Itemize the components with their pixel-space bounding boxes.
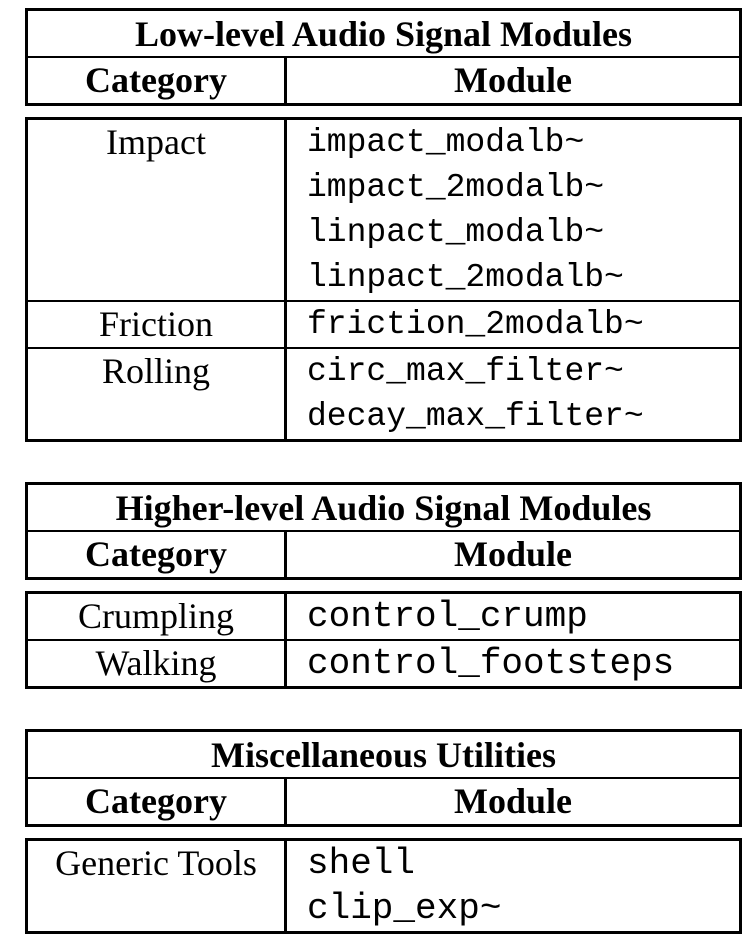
table-header-row: Category Module <box>28 532 739 577</box>
table-title: Miscellaneous Utilities <box>28 732 739 779</box>
module-cell: friction_2modalb~ <box>287 302 739 347</box>
table-body: Impact impact_modalb~ impact_2modalb~linpa… <box>25 117 742 442</box>
module-name: linpact_2modalb~ <box>307 259 624 296</box>
table-row: Rolling circ_max_filter~ decay_max_filter~ <box>28 347 739 439</box>
module-name: impact_2modalb~ <box>307 169 605 206</box>
category-cell: Walking <box>28 641 287 686</box>
module-name: control_crump <box>307 596 588 637</box>
category-cell: Friction <box>28 302 287 347</box>
module-name: friction_2modalb~ <box>307 306 644 343</box>
module-name: clip_exp~ <box>307 888 502 929</box>
module-name: circ_max_filter~ <box>307 353 624 390</box>
table-head: Miscellaneous Utilities Category Module <box>25 729 742 827</box>
column-header-category: Category <box>28 532 287 577</box>
category-cell: Generic Tools <box>28 841 287 931</box>
module-name: control_footsteps <box>307 643 675 684</box>
table-head: Higher-level Audio Signal Modules Catego… <box>25 482 742 580</box>
table-higher-level-audio-signal-modules: Higher-level Audio Signal Modules Catego… <box>25 482 742 689</box>
column-header-module: Module <box>453 60 572 100</box>
column-header-category: Category <box>28 779 287 824</box>
module-cell: control_footsteps <box>287 641 739 686</box>
category-cell: Impact <box>28 120 287 300</box>
table-low-level-audio-signal-modules: Low-level Audio Signal Modules Category … <box>25 8 742 442</box>
column-header-category: Category <box>28 58 287 103</box>
module-cell: impact_modalb~ impact_2modalb~ linpact_mod… <box>287 120 739 300</box>
module-name: shell <box>307 843 416 884</box>
table-row: Crumpling control_crump <box>28 594 739 639</box>
table-header-row: Category Module <box>28 779 739 824</box>
column-header-module: Module <box>453 534 572 574</box>
table-title: Low-level Audio Signal Modules <box>28 11 739 58</box>
table-head: Low-level Audio Signal Modules Category … <box>25 8 742 106</box>
module-name: impact_modalb~ <box>307 124 585 161</box>
category-cell: Crumpling <box>28 594 287 639</box>
table-header-row: Category Module <box>28 58 739 103</box>
module-cell: control_crump <box>287 594 739 639</box>
module-name: decay_max_filter~ <box>307 398 644 435</box>
table-row: Friction friction_2modalb~ <box>28 300 739 347</box>
category-cell: Rolling <box>28 349 287 439</box>
module-cell: circ_max_filter~ decay_max_filter~ <box>287 349 739 439</box>
table-miscellaneous-utilities: Miscellaneous Utilities Category Module … <box>25 729 742 934</box>
column-header-module: Module <box>453 781 572 821</box>
table-row: Impact impact_modalb~ impact_2modalb~linpa… <box>28 120 739 300</box>
table-title: Higher-level Audio Signal Modules <box>28 485 739 532</box>
table-row: Walking control_footsteps <box>28 639 739 686</box>
module-name: linpact_modalb~ <box>307 214 605 251</box>
